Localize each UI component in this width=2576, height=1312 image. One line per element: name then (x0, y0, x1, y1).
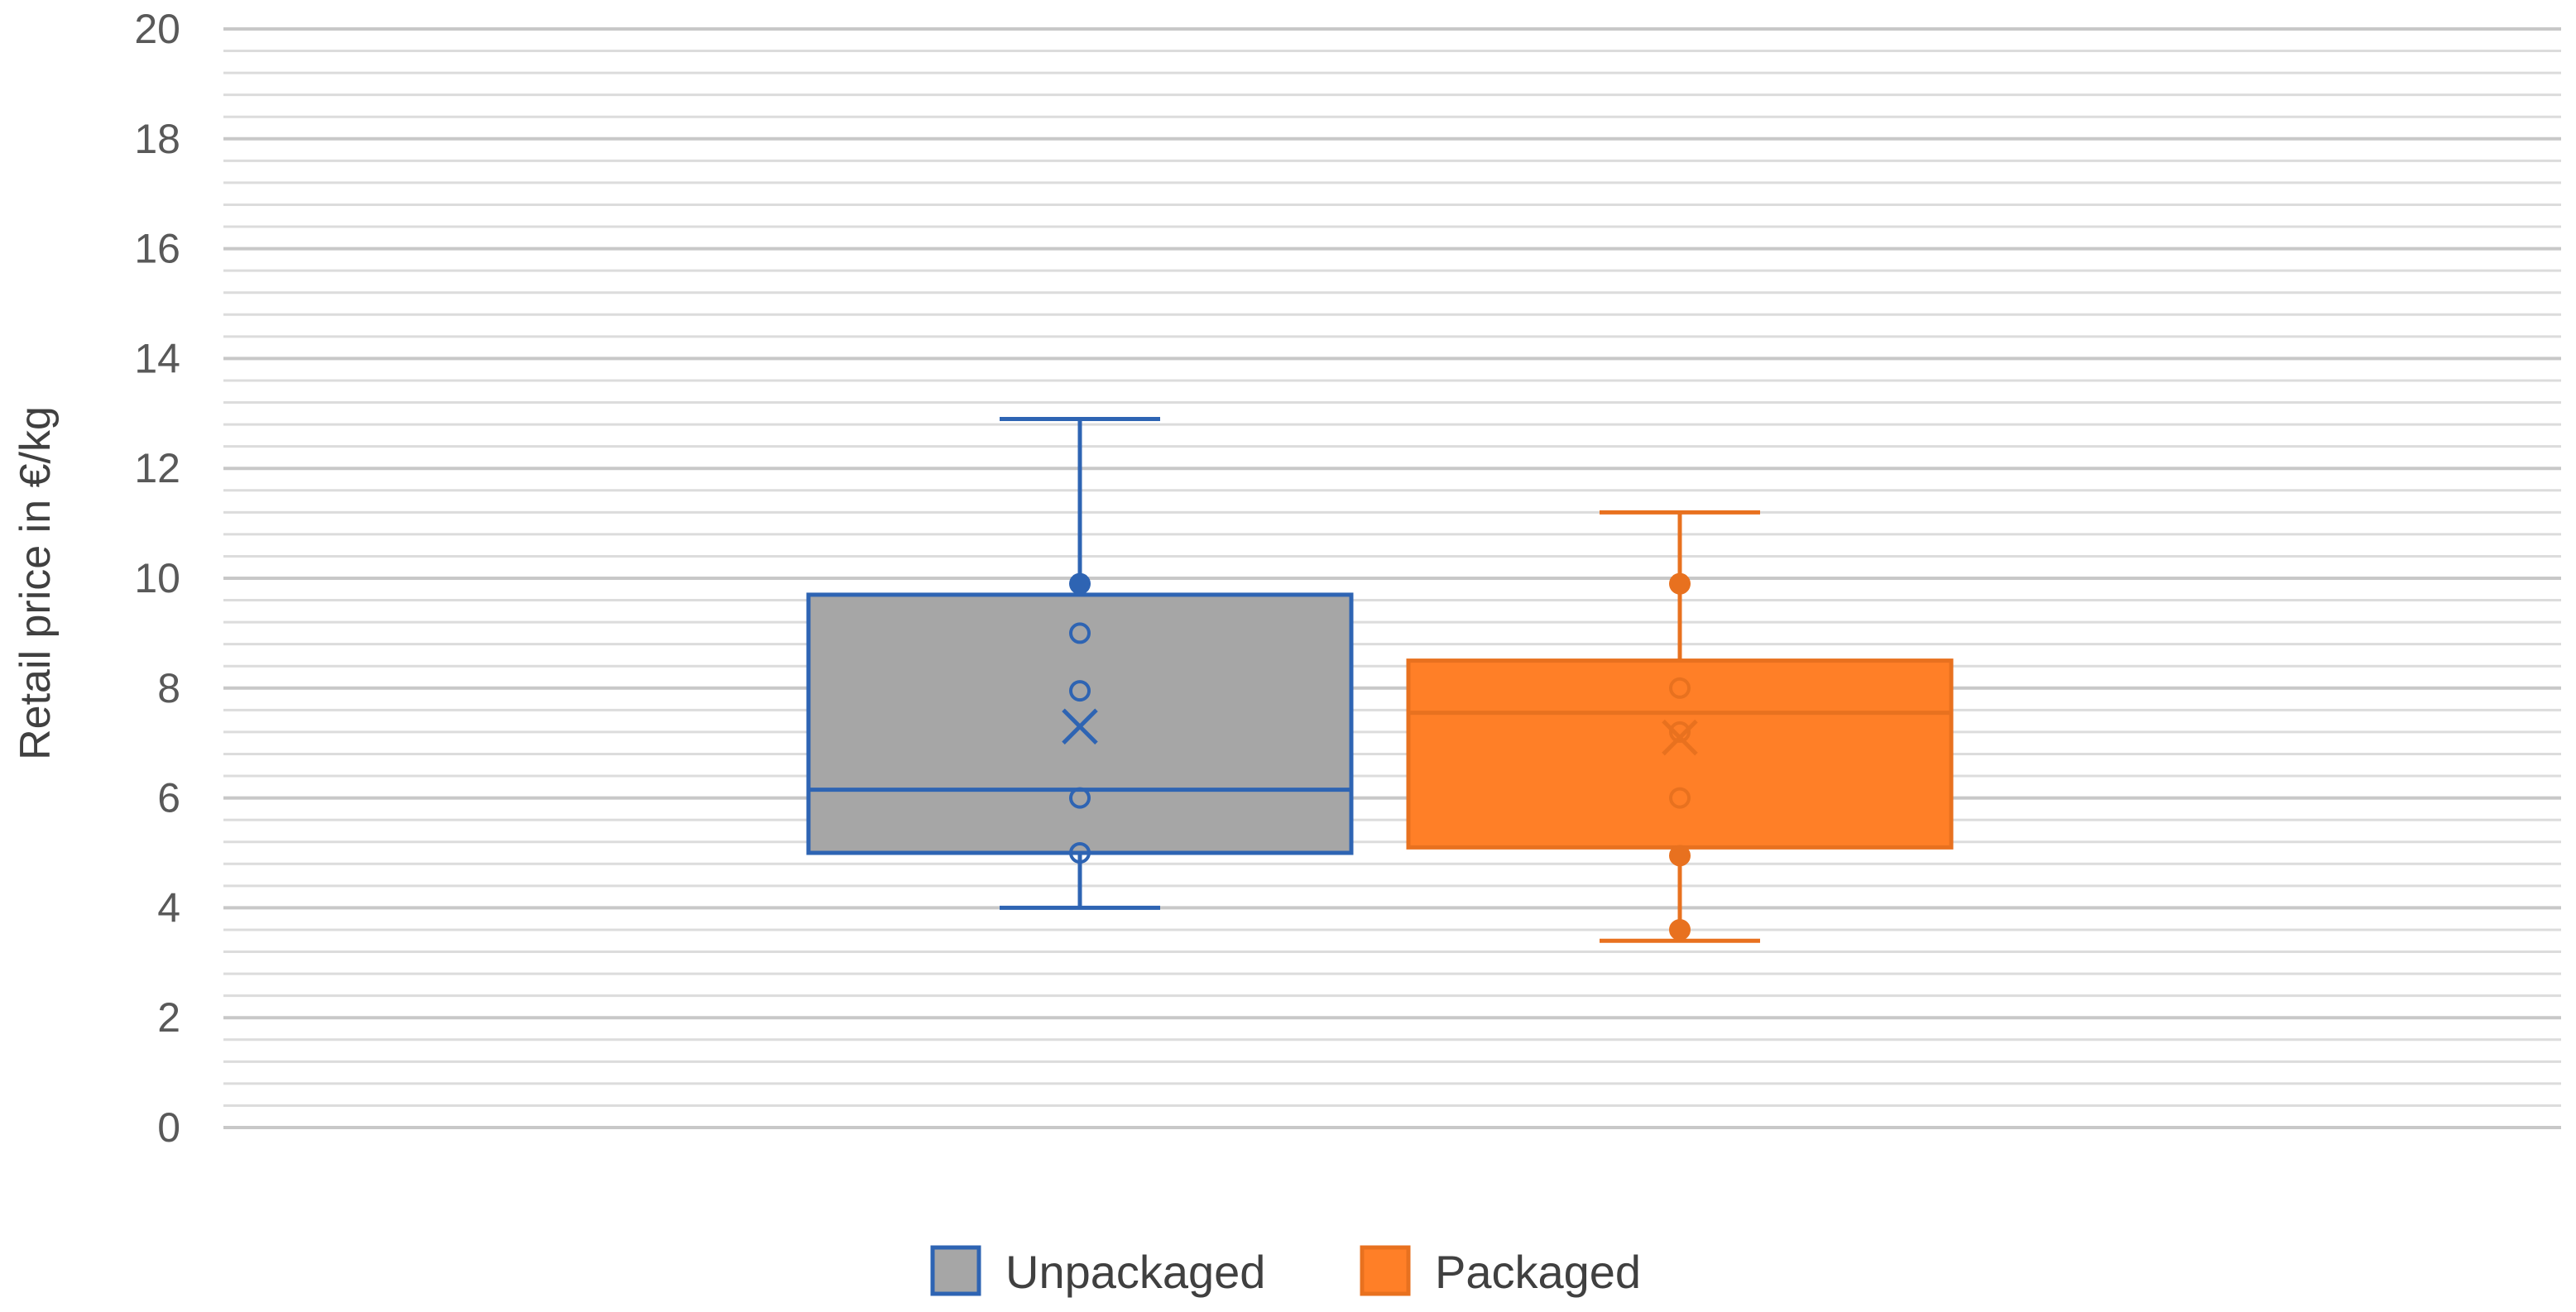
y-tick-label: 14 (134, 335, 180, 381)
box-packaged (1406, 510, 1954, 943)
y-tick-label: 10 (134, 555, 180, 601)
y-axis-title: Retail price in €/kg (12, 406, 60, 760)
data-point (1669, 677, 1691, 699)
y-tick-label: 20 (134, 6, 180, 52)
y-tick-label: 16 (134, 226, 180, 272)
grid-lines (223, 27, 2561, 1129)
box-series (806, 416, 1954, 943)
y-tick-label: 4 (157, 884, 180, 931)
box-unpackaged (806, 416, 1354, 910)
data-point (1669, 845, 1691, 867)
data-point (1669, 918, 1691, 941)
legend-swatch-unpackaged (930, 1245, 981, 1296)
data-point (1669, 572, 1691, 595)
data-point (1069, 787, 1091, 809)
data-point (1669, 721, 1691, 743)
y-tick-label: 6 (157, 775, 180, 821)
y-tick-label: 12 (134, 445, 180, 491)
y-tick-label: 18 (134, 116, 180, 162)
data-point (1069, 842, 1091, 864)
legend: Unpackaged Packaged (930, 1245, 1641, 1298)
data-point (1069, 680, 1091, 702)
legend-label-packaged: Packaged (1435, 1246, 1641, 1298)
legend-swatch-packaged (1360, 1245, 1411, 1296)
y-tick-label: 0 (157, 1104, 180, 1151)
data-point (1669, 787, 1691, 809)
data-point (1069, 572, 1091, 595)
legend-label-unpackaged: Unpackaged (1005, 1246, 1265, 1298)
box-iqr (1406, 658, 1954, 850)
mean-marker (1662, 719, 1698, 756)
y-tick-label: 8 (157, 665, 180, 711)
y-axis: 0 2 4 6 8 10 12 14 16 18 20 (134, 6, 180, 1151)
mean-marker (1062, 708, 1098, 745)
y-tick-label: 2 (157, 994, 180, 1041)
data-point (1069, 622, 1091, 644)
